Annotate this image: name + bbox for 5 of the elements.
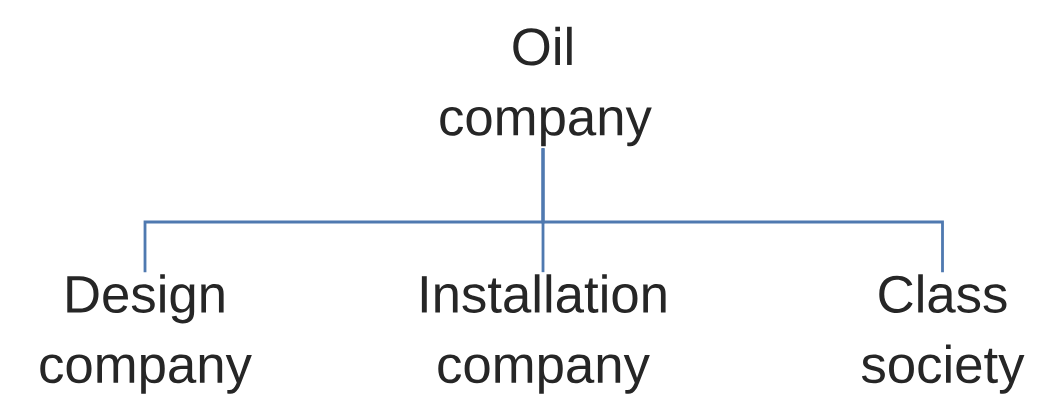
- node-label: Design company: [40, 274, 252, 394]
- node-label: Installation company: [421, 274, 666, 394]
- connector-line: [541, 148, 944, 273]
- node-label: Class society: [861, 274, 1025, 394]
- node-label: Oil company: [440, 26, 652, 147]
